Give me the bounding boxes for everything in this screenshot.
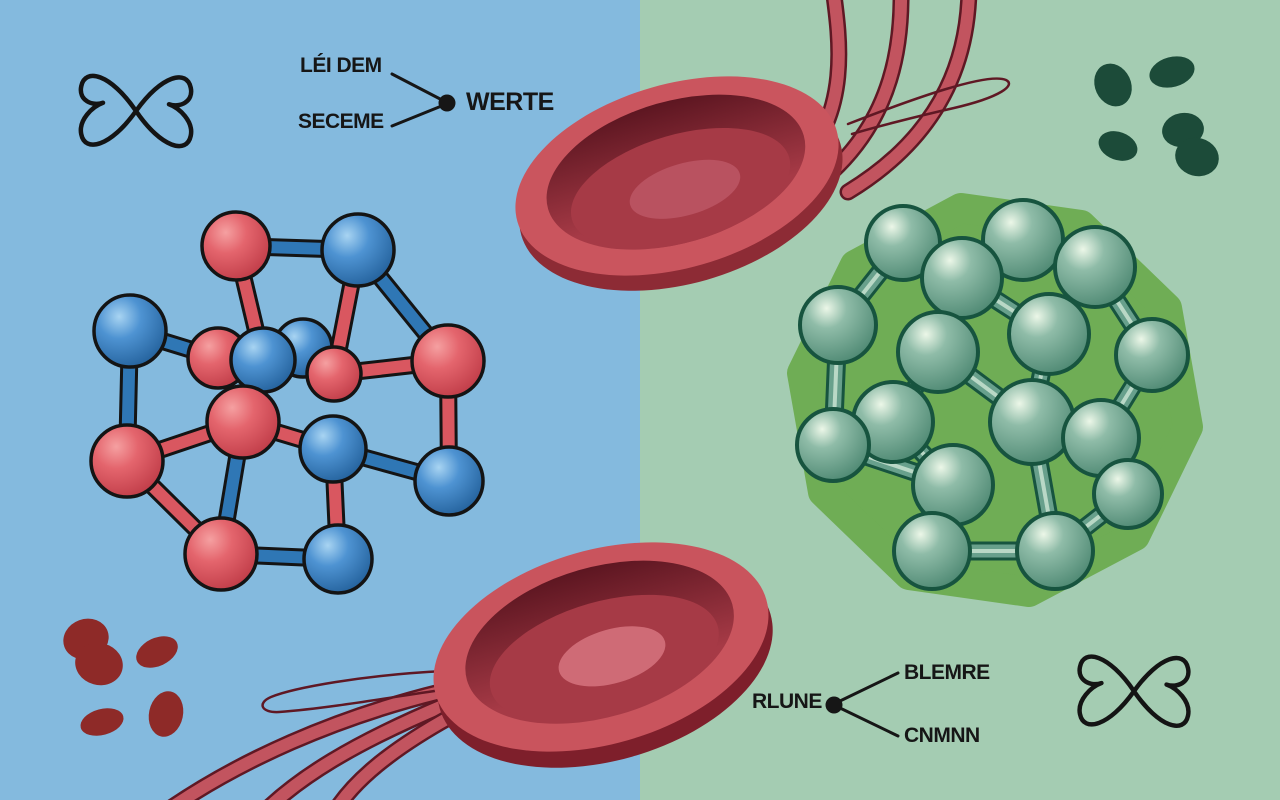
thin-flagellum-loop-top xyxy=(846,77,1011,136)
knot-doodle-icon-top-left xyxy=(81,76,191,146)
molecule-layer-atom xyxy=(302,523,374,595)
cell-tails-bottom xyxy=(167,669,459,800)
cluster-layer-atom xyxy=(1007,292,1091,376)
red-blue-molecule xyxy=(89,210,486,595)
molecule-layer-atom xyxy=(229,326,297,394)
dark-green-blob xyxy=(1175,137,1219,177)
molecule-layer-atom xyxy=(183,516,259,592)
label-term-top-right: BLEMRE xyxy=(904,661,990,684)
label-term-bottom-left: SECEME xyxy=(298,110,384,133)
annotation-connector-left xyxy=(390,72,456,128)
molecule-layer-atom xyxy=(410,323,486,399)
label-target-left: WERTE xyxy=(466,88,554,116)
dark-red-blob xyxy=(148,691,184,737)
cluster-layer-atom xyxy=(920,236,1004,320)
dark-red-blob xyxy=(80,708,124,736)
red-blood-cell-bottom xyxy=(433,542,773,768)
cluster-layer-atom xyxy=(896,310,980,394)
connector-dot-right xyxy=(825,696,843,714)
cluster-layer-atom xyxy=(795,407,871,483)
red-blood-cell-top xyxy=(515,76,843,291)
molecule-layer-atom xyxy=(320,212,396,288)
dark-green-blob xyxy=(1094,63,1132,107)
label-term-bottom-right: CNMNN xyxy=(904,724,980,747)
ink-blobs xyxy=(63,56,1219,737)
cluster-layer-atom xyxy=(798,285,878,365)
connector-dot-left xyxy=(438,94,456,112)
molecule-layer-atom xyxy=(89,423,165,499)
cluster-layer-atom xyxy=(1092,458,1164,530)
knot-doodle-icon-bottom-right xyxy=(1080,657,1189,726)
cluster-layer-atom xyxy=(988,378,1076,466)
green-molecular-cluster xyxy=(795,198,1190,591)
molecule-layer-atom xyxy=(200,210,272,282)
dark-green-blob xyxy=(1098,131,1138,161)
molecule-layer-atom xyxy=(298,414,368,484)
molecule-layer-atom xyxy=(205,384,281,460)
cluster-layer-atom xyxy=(1114,317,1190,393)
dark-green-blob xyxy=(1149,56,1195,88)
cluster-layer-atom xyxy=(1015,511,1095,591)
thin-flagellum-loop-bottom xyxy=(261,669,450,714)
cluster-layer-atom xyxy=(1053,225,1137,309)
label-source-right: RLUNE xyxy=(752,690,822,713)
dark-red-blob xyxy=(136,636,178,668)
cell-tails-top xyxy=(791,0,1011,201)
annotation-connector-right xyxy=(825,671,900,738)
molecule-layer-atom xyxy=(413,445,485,517)
dark-red-blob xyxy=(75,642,123,686)
cluster-layer-atom xyxy=(892,511,972,591)
label-term-top-left: LÉI DEM xyxy=(300,54,382,77)
molecule-layer-atom xyxy=(305,345,363,403)
molecule-layer-atom xyxy=(92,293,168,369)
